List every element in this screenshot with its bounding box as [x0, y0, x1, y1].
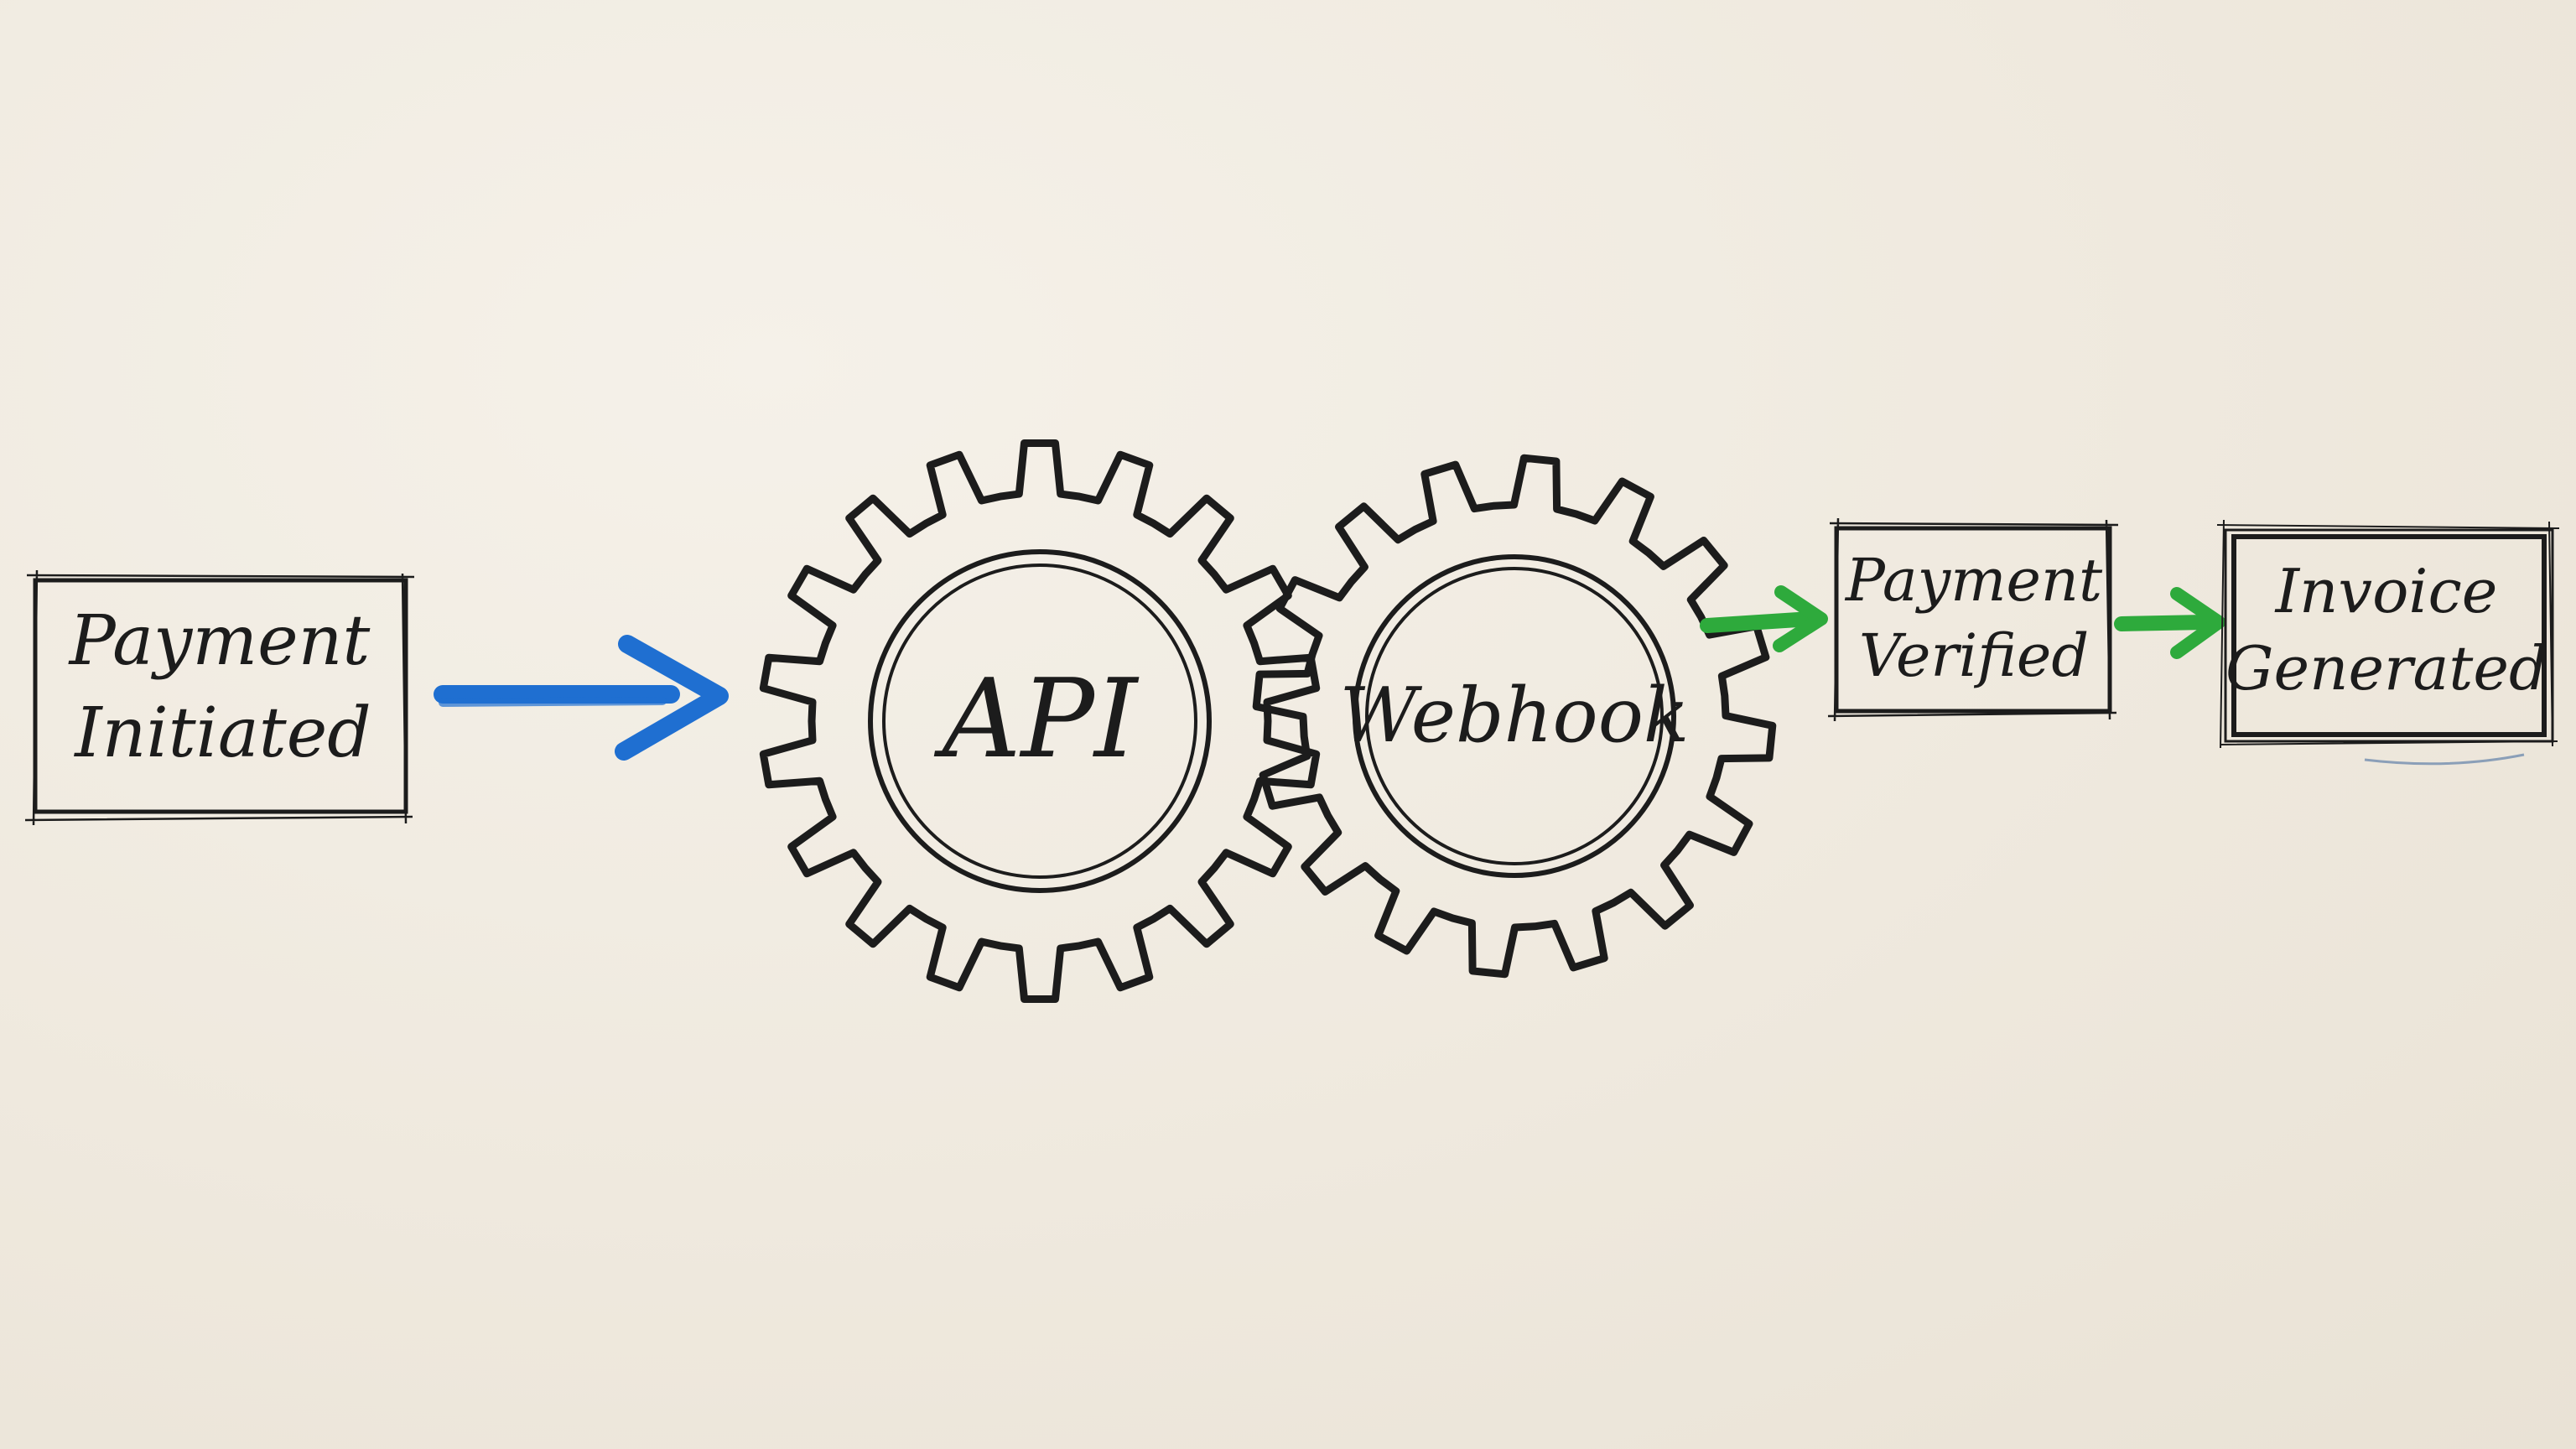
payment-verified-label-line2: Verified: [1859, 621, 2089, 690]
webhook-gear-outline: [1252, 454, 1777, 979]
payment-initiated-label-line2: Initiated: [73, 693, 371, 773]
webhook-gear-hub-inner: [1365, 567, 1664, 865]
arrow-webhook-to-verified: [1700, 585, 1828, 652]
arrow-verified-to-invoice: [2114, 587, 2225, 659]
api-gear-hub-outer: [868, 549, 1212, 893]
webhook-gear-hub-outer: [1353, 554, 1676, 878]
webhook-gear-label: Webhook: [1340, 672, 1690, 760]
payment-verified-label-line1: Payment: [1844, 546, 2103, 615]
invoice-generated-label-line2: Generated: [2225, 633, 2547, 704]
api-gear-hub-inner: [882, 564, 1197, 879]
api-gear: API: [759, 439, 1321, 1003]
arrow-initiated-to-api: [434, 635, 729, 761]
payment-initiated-box: Payment Initiated: [24, 569, 415, 826]
api-gear-outline: [759, 439, 1321, 1003]
payment-initiated-label-line1: Payment: [68, 601, 371, 681]
api-gear-label: API: [934, 655, 1140, 782]
invoice-generated-label-line1: Invoice: [2274, 556, 2498, 626]
invoice-generated-box: Invoice Generated: [2216, 519, 2560, 766]
payment-verified-box: Payment Verified: [1827, 517, 2119, 722]
webhook-gear: Webhook: [1252, 454, 1777, 979]
